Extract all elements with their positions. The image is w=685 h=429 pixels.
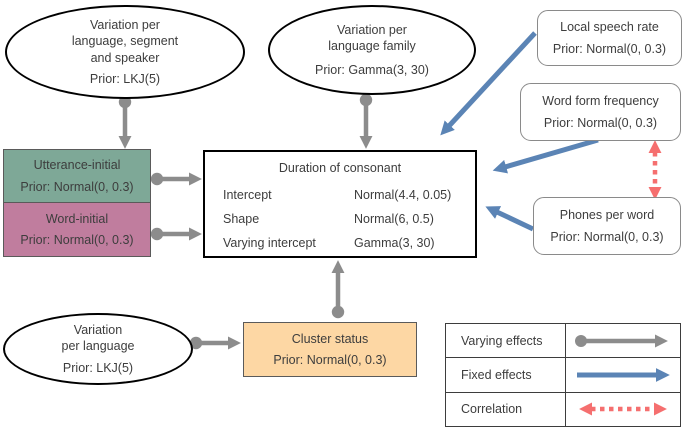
varying-effects-arrow-icon [566, 324, 680, 357]
title-line: and speaker [90, 50, 160, 65]
arrow-phones-per-word-to-duration [485, 206, 535, 232]
param-value: Gamma(3, 30) [354, 236, 435, 250]
duration-title: Duration of consonant [278, 161, 402, 175]
arrow-word-form-frequency-to-duration [492, 137, 599, 174]
legend-row-varying-effects: Varying effects [446, 324, 680, 358]
node-prior: Prior: Normal(0, 0.3) [273, 353, 387, 367]
node-word-form-frequency: Word form frequency Prior: Normal(0, 0.3… [520, 83, 681, 141]
node-title: Local speech rate [560, 20, 659, 35]
param-label: Intercept [223, 188, 272, 202]
node-title: Word-initial [45, 211, 109, 226]
title-line: Variation [73, 323, 123, 338]
node-duration-of-consonant: Duration of consonant Intercept Normal(4… [203, 150, 477, 258]
correlation-arrow-icon [566, 393, 680, 426]
node-prior: Prior: Normal(0, 0.3) [20, 179, 134, 194]
node-title: Variation per language [62, 322, 135, 355]
node-prior: Prior: Gamma(3, 30) [315, 62, 429, 77]
fixed-effects-arrow-icon [566, 358, 680, 391]
title-line: Variation per [337, 23, 407, 38]
node-title: Phones per word [559, 208, 655, 223]
node-word-initial: Word-initial Prior: Normal(0, 0.3) [3, 203, 151, 257]
legend-label: Varying effects [446, 324, 566, 358]
arrow-local-speech-rate-to-duration [440, 31, 537, 136]
node-title: Cluster status [291, 331, 369, 346]
title-line: per language [61, 339, 135, 354]
param-value: Normal(4.4, 0.05) [354, 188, 452, 202]
param-value: Normal(6, 0.5) [354, 212, 434, 226]
node-prior: Prior: Normal(0, 0.3) [550, 229, 664, 244]
node-prior: Prior: Normal(0, 0.3) [543, 115, 658, 130]
node-title: Variation per language, segment and spea… [72, 17, 178, 66]
node-local-speech-rate: Local speech rate Prior: Normal(0, 0.3) [537, 10, 682, 66]
legend-label: Correlation [446, 392, 566, 426]
title-line: language, segment [71, 34, 179, 49]
legend-row-fixed-effects: Fixed effects [446, 357, 680, 392]
legend-label: Fixed effects [446, 358, 566, 392]
node-variation-per-language: Variation per language Prior: LKJ(5) [3, 313, 193, 385]
node-prior: Prior: Normal(0, 0.3) [20, 233, 134, 247]
node-prior: Prior: Normal(0, 0.3) [552, 41, 667, 56]
node-prior: Prior: LKJ(5) [62, 360, 134, 375]
node-title: Word form frequency [542, 94, 659, 109]
legend: Varying effects Fixed effects [445, 323, 681, 427]
param-label: Shape [223, 212, 260, 226]
param-label: Varying intercept [223, 236, 316, 250]
title-line: Variation per [90, 18, 160, 32]
duration-parameter-table: Intercept Normal(4.4, 0.05) Shape Normal… [205, 175, 475, 250]
node-title: Utterance-initial [33, 158, 121, 173]
node-prior: Prior: LKJ(5) [89, 71, 161, 86]
node-variation-language-segment-speaker: Variation per language, segment and spea… [5, 5, 245, 99]
title-line: language family [328, 39, 416, 54]
node-variation-language-family: Variation per language family Prior: Gam… [268, 5, 476, 95]
node-utterance-initial: Utterance-initial Prior: Normal(0, 0.3) [3, 149, 151, 203]
legend-row-correlation: Correlation [446, 391, 680, 426]
node-cluster-status: Cluster status Prior: Normal(0, 0.3) [243, 322, 417, 377]
node-title: Variation per language family [328, 22, 416, 55]
node-phones-per-word: Phones per word Prior: Normal(0, 0.3) [533, 197, 681, 255]
